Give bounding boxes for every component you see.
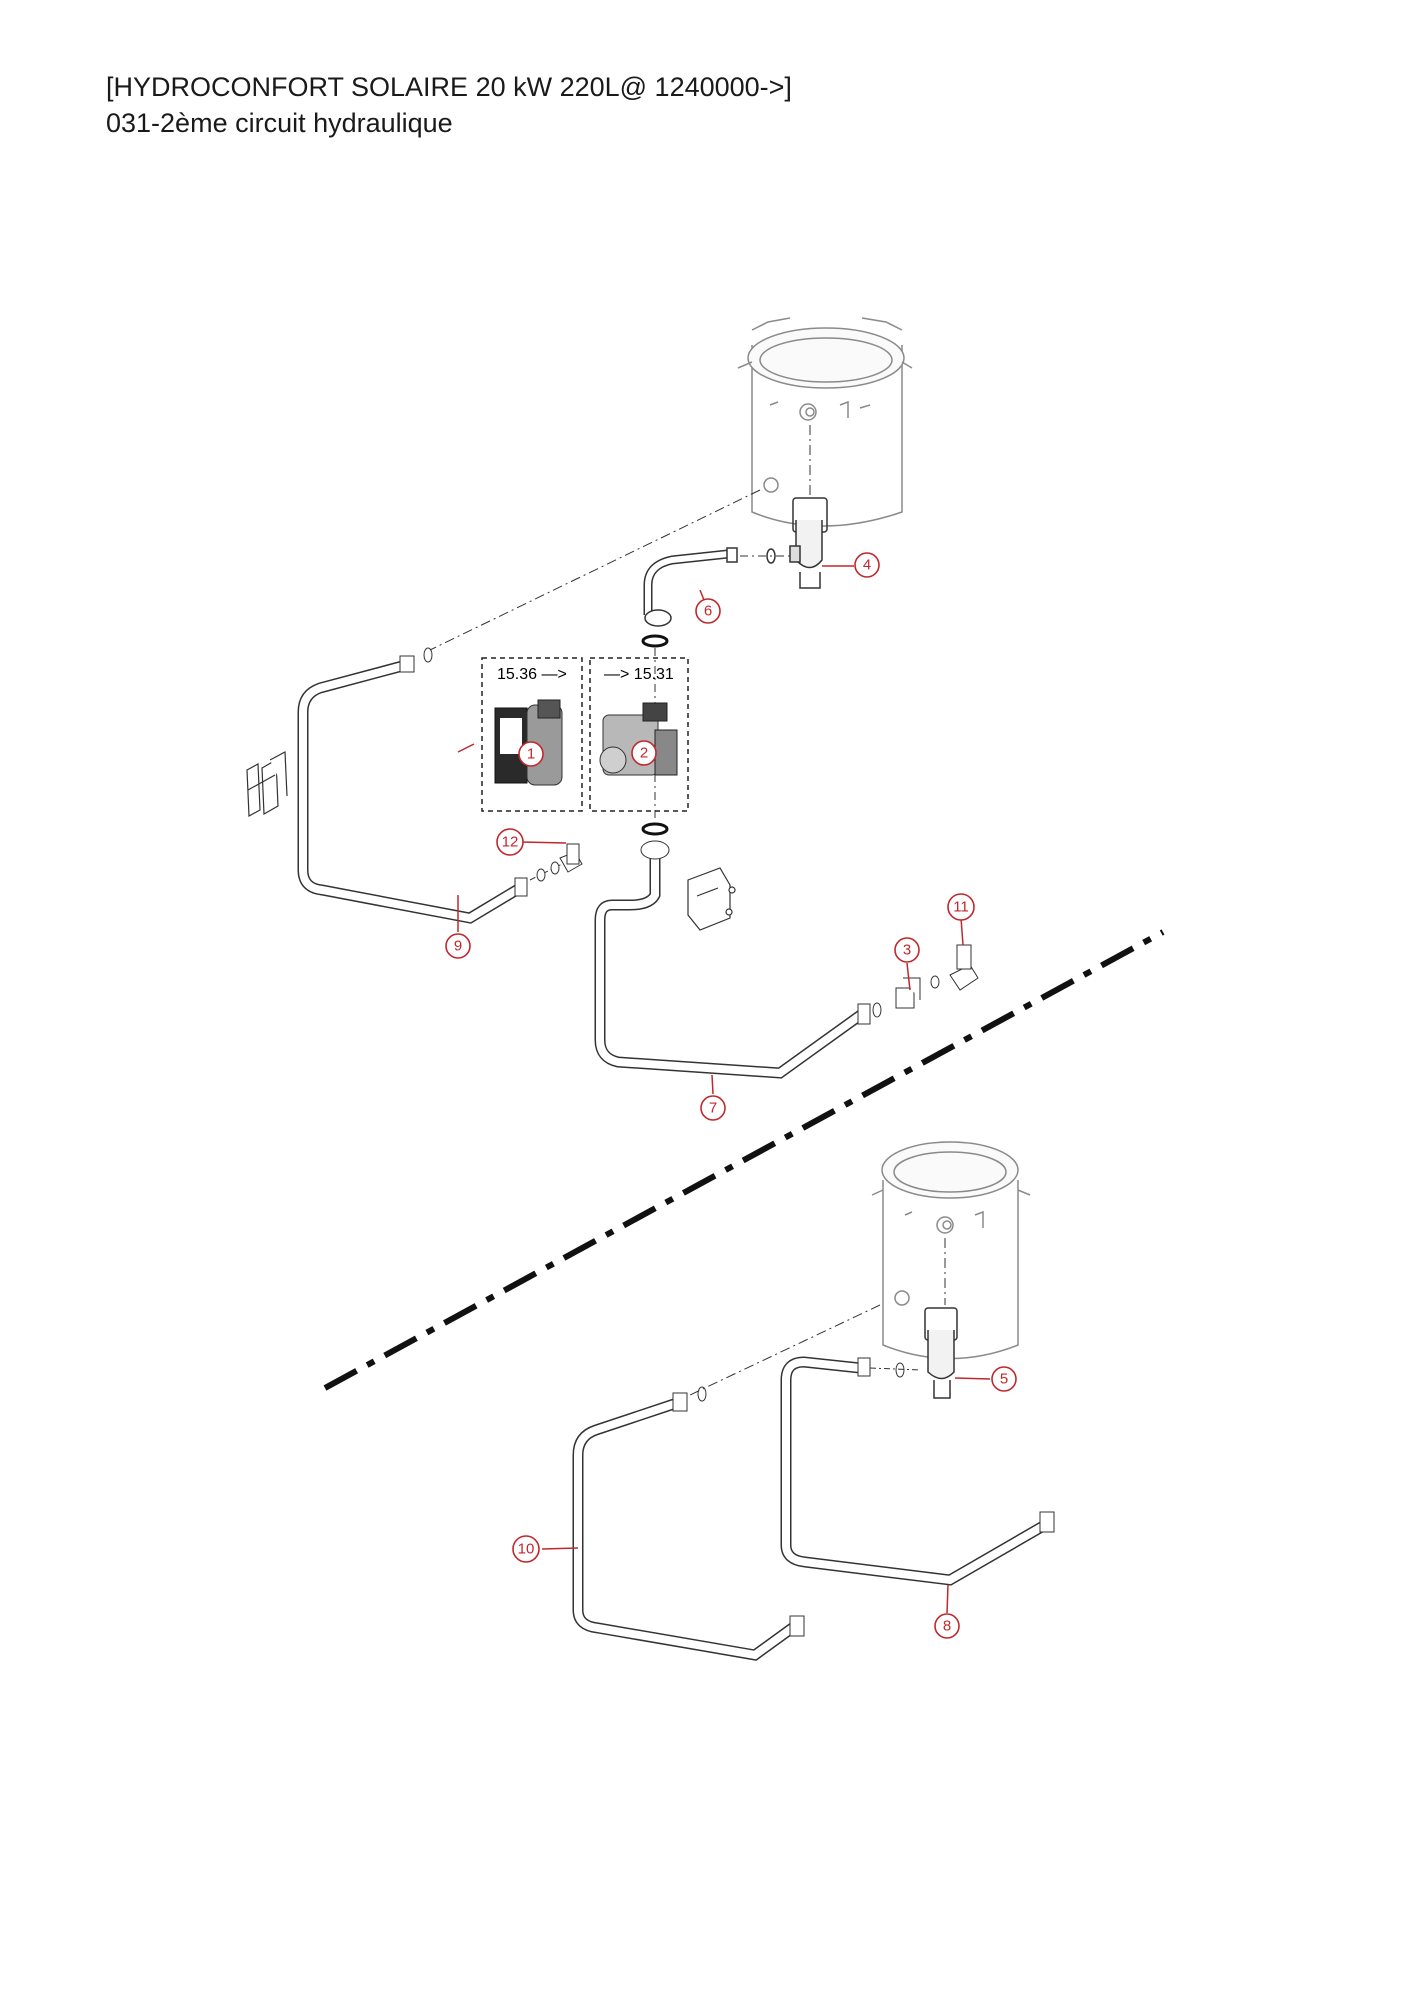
fitting-11 (949, 944, 979, 991)
section-separator (323, 929, 1165, 1391)
callout-leaders (457, 565, 991, 1614)
svg-text:7: 7 (709, 1100, 717, 1117)
callout-9: 9 (445, 933, 471, 959)
o-ring (641, 634, 669, 648)
pump-box-1531: —> 15.31 (589, 657, 689, 812)
svg-text:5: 5 (1000, 1371, 1008, 1388)
pipe-10 (572, 1386, 805, 1661)
clip-bracket (246, 751, 288, 817)
o-ring (641, 822, 669, 836)
page-subtitle: 031-2ème circuit hydraulique (106, 108, 453, 138)
callout-10: 10 (512, 1535, 540, 1563)
upper-tank (737, 317, 913, 589)
svg-text:6: 6 (704, 603, 712, 620)
pipe-6 (643, 547, 776, 627)
mounting-bracket (687, 867, 736, 931)
axis-line (429, 489, 761, 651)
svg-text:10: 10 (518, 1541, 535, 1558)
svg-text:2: 2 (640, 745, 648, 762)
pump-box-1536: 15.36 —> (481, 657, 583, 812)
callout-6: 6 (695, 598, 721, 624)
callout-2: 2 (631, 740, 657, 766)
pipe-9 (297, 647, 528, 924)
page-title: [HYDROCONFORT SOLAIRE 20 kW 220L@ 124000… (106, 72, 792, 102)
callout-8: 8 (934, 1613, 960, 1639)
svg-text:11: 11 (953, 899, 969, 916)
svg-text:12: 12 (502, 834, 519, 851)
fitting-12 (536, 843, 583, 882)
callout-1: 1 (518, 741, 544, 767)
svg-text:4: 4 (863, 557, 871, 574)
pump-box-1531-label: —> 15.31 (604, 666, 674, 683)
callout-12: 12 (496, 828, 524, 856)
callout-3: 3 (894, 937, 920, 963)
pump-box-1536-label: 15.36 —> (497, 666, 567, 683)
callout-4: 4 (854, 552, 880, 578)
pipe-8 (780, 1356, 1055, 1586)
pipe-7 (594, 840, 882, 1079)
fitting-3 (895, 975, 940, 1009)
svg-text:3: 3 (903, 942, 911, 959)
lower-tank (871, 1141, 1031, 1399)
callout-7: 7 (700, 1095, 726, 1121)
svg-text:1: 1 (527, 746, 535, 763)
svg-text:8: 8 (943, 1618, 951, 1635)
callout-5: 5 (991, 1366, 1017, 1392)
svg-text:9: 9 (454, 938, 462, 955)
callout-11: 11 (947, 893, 975, 921)
